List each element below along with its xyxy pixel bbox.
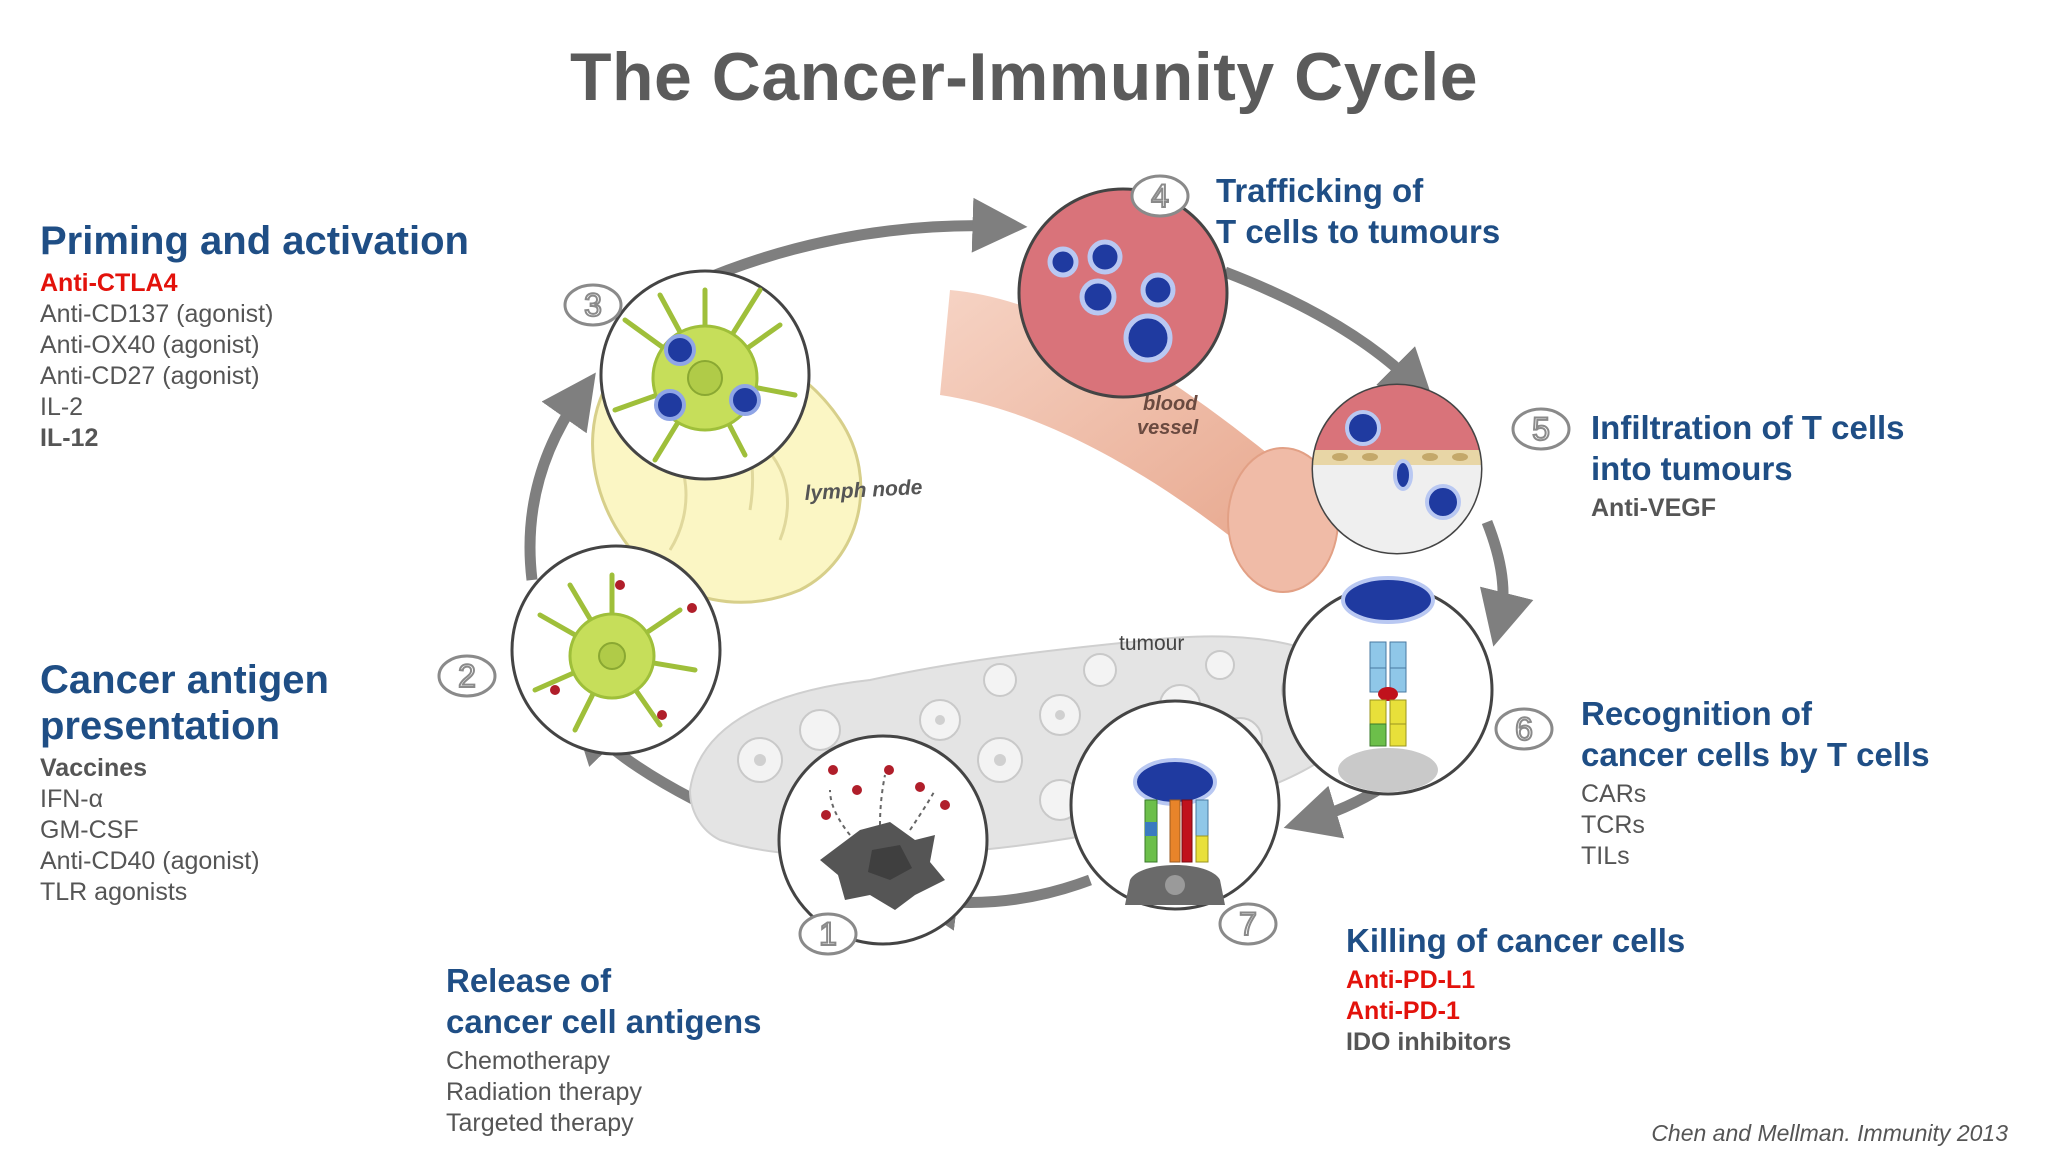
therapy-item: Vaccines (40, 754, 148, 782)
step-number-badge: 2 (437, 654, 497, 698)
therapy-item: IL-2 (40, 393, 84, 421)
step-infiltration: Infiltration of T cells into tumours Ant… (1591, 407, 1905, 524)
therapy-item: Anti-CD27 (agonist) (40, 362, 260, 390)
citation: Chen and Mellman. Immunity 2013 (1651, 1120, 2008, 1146)
step-heading-line: Killing of cancer cells (1346, 922, 1686, 959)
therapy-item: Anti-CD137 (agonist) (40, 300, 274, 328)
lymph-node-label: lymph node (804, 476, 923, 505)
step-number-badge: 6 (1494, 707, 1554, 751)
step-heading: Recognition of cancer cells by T cells (1581, 693, 1930, 775)
tcell-killing (1069, 699, 1281, 911)
step-heading-line: cancer cells by T cells (1581, 736, 1930, 773)
therapy-item: IL-12 (40, 424, 99, 452)
step-number: 4 (1151, 178, 1169, 214)
step-heading-line: Cancer antigen (40, 658, 329, 702)
therapy-item: TLR agonists (40, 878, 188, 906)
step-heading: Cancer antigen presentation (40, 657, 329, 749)
step-heading-line: T cells to tumours (1216, 213, 1501, 250)
step-heading: Trafficking of T cells to tumours (1216, 170, 1500, 252)
step-heading-line: Infiltration of T cells (1591, 409, 1905, 446)
step-heading-line: into tumours (1591, 450, 1793, 487)
step-items: Anti-VEGF (1591, 493, 1905, 524)
step-numbers: 1 2 3 4 5 6 7 (437, 174, 1571, 956)
therapy-item: Anti-PD-L1 (1346, 966, 1476, 994)
page-title: The Cancer-Immunity Cycle (569, 39, 1479, 115)
step-number-badge: 4 (1130, 174, 1190, 218)
step-heading-line: presentation (40, 704, 281, 748)
step-recognition: Recognition of cancer cells by T cells C… (1581, 693, 1930, 872)
step-number: 2 (458, 658, 476, 694)
therapy-item: TCRs (1581, 811, 1645, 839)
therapy-item: Anti-OX40 (agonist) (40, 331, 260, 359)
dendritic-cell-priming (599, 269, 811, 481)
dying-cancer-cell (777, 734, 989, 946)
step-number: 7 (1239, 906, 1257, 942)
therapy-item: GM-CSF (40, 816, 139, 844)
cycle-diagram: lymph node blood vessel (437, 174, 1571, 956)
step-number-badge: 3 (563, 283, 623, 327)
blood-vessel: blood vessel (940, 290, 1339, 593)
therapy-item: IDO inhibitors (1346, 1028, 1512, 1056)
step-heading: Infiltration of T cells into tumours (1591, 407, 1905, 489)
therapy-item: Chemotherapy (446, 1047, 610, 1075)
therapy-item: Anti-VEGF (1591, 494, 1716, 522)
therapy-item: Anti-CTLA4 (40, 269, 178, 297)
blood-vessel-label-line: vessel (1137, 417, 1199, 439)
arrow-5-to-6 (1479, 519, 1534, 647)
step-heading: Priming and activation (40, 218, 469, 264)
step-heading-line: Recognition of (1581, 695, 1812, 732)
step-number-badge: 5 (1511, 407, 1571, 451)
therapy-item: Anti-CD40 (agonist) (40, 847, 260, 875)
step-number-badge: 1 (798, 912, 858, 956)
therapy-item: TILs (1581, 842, 1630, 870)
step-number: 5 (1532, 411, 1550, 447)
step-heading-line: Priming and activation (40, 219, 469, 263)
step-heading: Release of cancer cell antigens (446, 960, 761, 1042)
therapy-item: IFN-α (40, 785, 104, 813)
step-number: 6 (1515, 711, 1533, 747)
step-heading-line: Trafficking of (1216, 172, 1424, 209)
dendritic-cell-presentation (510, 544, 722, 756)
therapy-item: Radiation therapy (446, 1078, 642, 1106)
arrow-2-to-3 (524, 372, 596, 581)
arrow-4-to-5 (1223, 266, 1435, 405)
therapy-item: Targeted therapy (446, 1109, 634, 1137)
therapy-item: CARs (1581, 780, 1647, 808)
step-heading-line: cancer cell antigens (446, 1003, 762, 1040)
step-release: Release of cancer cell antigens Chemothe… (446, 960, 761, 1139)
step-number: 1 (819, 916, 837, 952)
tumour-label: tumour (1119, 632, 1185, 655)
step-heading: Killing of cancer cells (1346, 920, 1685, 961)
step-trafficking: Trafficking of T cells to tumours (1216, 170, 1500, 252)
blood-vessel-label-line: blood (1143, 393, 1198, 415)
step-number: 3 (584, 287, 602, 323)
step-number-badge: 7 (1218, 902, 1278, 946)
tcr-recognition (1282, 576, 1494, 796)
blood-vessel-tcells (1017, 187, 1229, 399)
therapy-item: Anti-PD-1 (1346, 997, 1460, 1025)
step-heading-line: Release of (446, 962, 612, 999)
